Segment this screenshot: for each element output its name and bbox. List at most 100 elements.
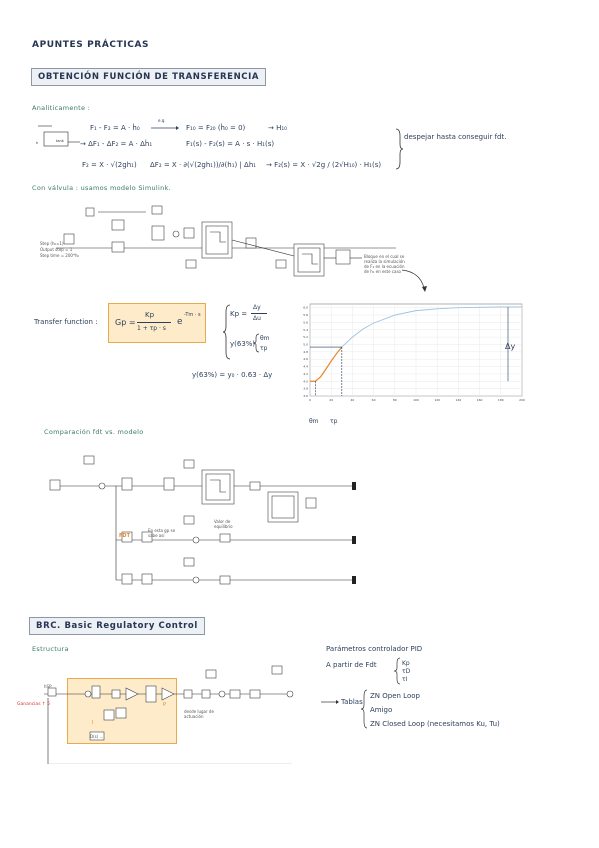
tank-label: tank <box>56 139 65 143</box>
x-tick-label: 40 <box>350 398 354 402</box>
delta-y-label: Δy <box>505 342 516 351</box>
y63-equation: y(63%) = y₀ · 0.63 · Δy <box>192 371 273 379</box>
eq2: → ΔF₁ - ΔF₂ = A · Δḣ₁ <box>80 140 153 148</box>
section-banner-brc: BRC. Basic Regulatory Control <box>29 617 205 635</box>
y-tick-label: 4.8 <box>303 350 308 354</box>
diagram-small-label-2: Output step = 1 <box>40 247 73 252</box>
block <box>183 227 195 239</box>
y-tick-label: 6.0 <box>303 306 308 310</box>
kp-numerator: Δy <box>253 304 261 311</box>
brace-icon-3 <box>252 333 260 353</box>
analytic-subtitle: Analiticamente : <box>32 104 91 112</box>
from-fdt: A partir de Fdt <box>326 661 377 669</box>
block <box>63 233 75 245</box>
tables-label: Tablas <box>341 698 363 706</box>
param-td: τD <box>402 668 411 675</box>
simulink-model-diagram <box>56 205 396 277</box>
tank-h-label: h <box>36 141 38 145</box>
x-tick-label: 120 <box>434 398 440 402</box>
comparison-subtitle: Comparación fdt vs. modelo <box>44 428 144 436</box>
eq3c: → F₂(s) = X · √2g / (2√H₁₀) · H₁(s) <box>266 161 382 169</box>
x-tick-label: 0 <box>309 398 311 402</box>
transfer-function-box: Gp = Kp 1 + τp · s e -Tm · s <box>108 303 206 343</box>
block <box>111 241 125 253</box>
i-label: I <box>92 720 94 726</box>
diagram-small-label-3: Step time = 200*h₀ <box>40 253 80 258</box>
fdt-label: FDT <box>119 533 130 539</box>
brace-icon-2 <box>222 304 231 360</box>
comparison-note-1: En esta gp se sabe así <box>148 528 176 538</box>
brc-structure-diagram <box>44 665 294 764</box>
eq1c: → H₁₀ <box>268 124 287 132</box>
y-tick-label: 5.4 <box>303 328 308 332</box>
structure-subtitle: Estructura <box>32 645 69 653</box>
x-tick-label: 180 <box>498 398 504 402</box>
y-tick-label: 3.6 <box>303 394 308 398</box>
brace-icon <box>395 128 404 170</box>
curved-arrow-icon <box>401 269 427 292</box>
p-label: P <box>163 702 167 708</box>
exp-power: -Tm · s <box>184 312 201 318</box>
y-tick-label: 4.6 <box>303 357 308 361</box>
x-tick-label: 80 <box>393 398 397 402</box>
eq3b: ΔF₂ = X · ∂(√(2gh₁))/∂(h₁) | Δh₁ <box>150 161 257 169</box>
step-response-chart: 0 20 40 60 80 100 120 140 160 180 200 3.6 3.8 4.0 4.2 4… <box>303 303 525 402</box>
eq3: F₂ = X · √(2gh₁) <box>82 161 137 169</box>
diagram-note: Bloque en el cual se realiza la simulaci… <box>364 254 405 274</box>
clear-note: despejar hasta conseguir fdt. <box>404 133 507 141</box>
arrow-icon <box>151 126 179 130</box>
x-tick-label: 200 <box>519 398 525 402</box>
gp-label: Gp = <box>115 318 136 327</box>
block <box>111 219 125 231</box>
axis-tm-label: θm <box>309 418 319 425</box>
gp-numerator: Kp <box>145 311 155 319</box>
table-amigo: Amigo <box>370 706 393 714</box>
kp-lhs: Kp = <box>230 310 248 318</box>
x-tick-label: 20 <box>329 398 333 402</box>
eq2b: F₁(s) - F₂(s) = A · s · H₁(s) <box>186 140 275 148</box>
eq1b: F₁₀ = F₂₀ (ḣ₀ = 0) <box>186 124 246 132</box>
gp-denominator: 1 + τp · s <box>137 325 166 332</box>
tm-label: θm <box>260 335 270 342</box>
param-ti: τI <box>402 676 408 683</box>
diagram-small-label-1: Step (h₀=1) <box>40 241 64 246</box>
eq1: F₁ - F₂ = A · ḣ₀ <box>90 124 140 132</box>
y-tick-label: 5.2 <box>303 335 308 339</box>
x-tick-label: 140 <box>456 398 462 402</box>
x-tick-label: 100 <box>413 398 419 402</box>
table-zn-closed: ZN Closed Loop (necesitamos Ku, Tu) <box>370 720 500 728</box>
x-tick-label: 60 <box>372 398 376 402</box>
section-banner-transfer-function: OBTENCIÓN FUNCIÓN DE TRANSFERENCIA <box>31 68 267 86</box>
y-tick-label: 5.6 <box>303 320 308 324</box>
gain-note: Ganancias ↑ 5 <box>17 702 51 707</box>
y-tick-label: 5.8 <box>303 313 308 317</box>
y-tick-label: 5.0 <box>303 342 308 346</box>
y-tick-label: 4.4 <box>303 365 308 369</box>
dl-label: D(s) ... <box>90 734 104 739</box>
sp-label: hSP <box>44 684 52 689</box>
brace-icon-4 <box>393 657 401 685</box>
param-kp: Kp <box>402 660 410 667</box>
y-tick-label: 4.2 <box>303 372 308 376</box>
simulink-subtitle: Con válvula : usamos modelo Simulink. <box>32 184 171 192</box>
table-zn-open: ZN Open Loop <box>370 692 420 700</box>
page-title: APUNTES PRÁCTICAS <box>32 40 150 50</box>
kp-denominator: Δu <box>253 315 261 322</box>
comparison-diagram <box>49 455 356 585</box>
fraction-bar <box>137 322 171 323</box>
x-tick-label: 160 <box>477 398 483 402</box>
axis-tp-label: τp <box>330 418 338 425</box>
y63-label: y(63%) <box>230 340 256 348</box>
transfer-function-label: Transfer function : <box>34 318 98 326</box>
tank-sketch: tank h <box>36 125 80 147</box>
tp-label: τp <box>260 345 268 352</box>
y-tick-label: 3.8 <box>303 387 308 391</box>
comparison-note-2: Valor de equilibrio <box>214 519 233 529</box>
eq1-arrow-label: e.q. <box>158 118 166 123</box>
brc-annotation: desde lugar de actuación <box>184 709 214 719</box>
y-tick-label: 4.0 <box>303 379 308 383</box>
arrow-icon-2 <box>321 700 339 704</box>
block <box>151 205 163 215</box>
pid-params-title: Parámetros controlador PID <box>326 645 423 653</box>
block <box>151 225 165 241</box>
